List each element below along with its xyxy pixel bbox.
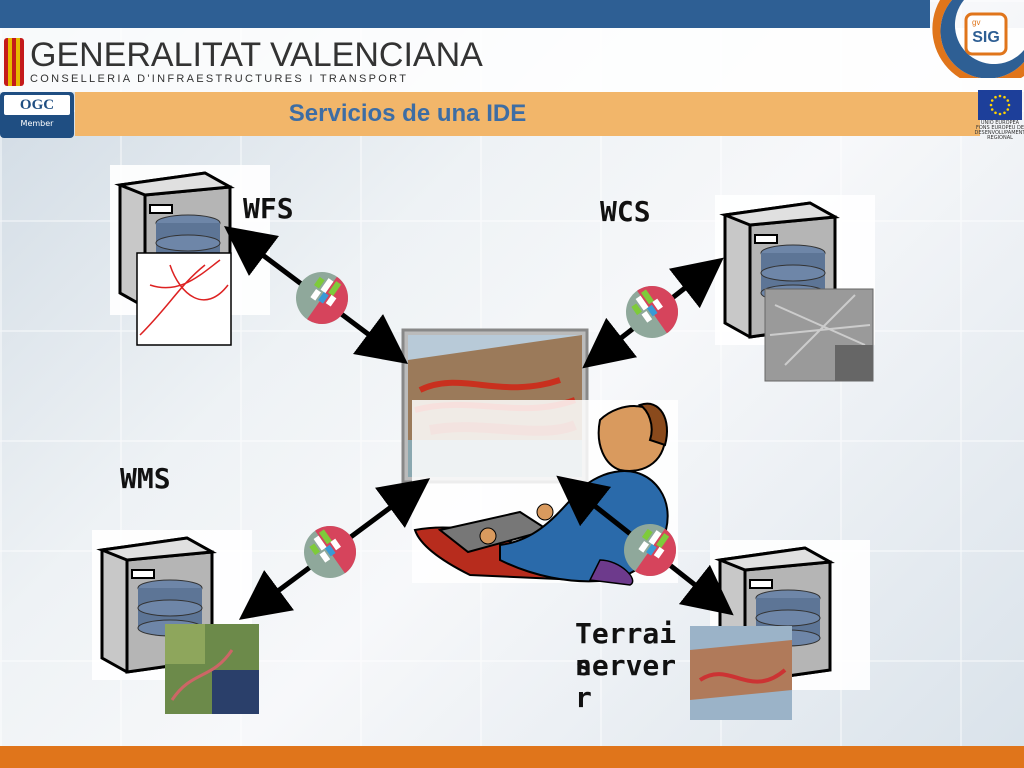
- bottom-bar: [0, 746, 1024, 768]
- wcs-server-icon: [713, 193, 877, 382]
- eu-flag-icon: [978, 90, 1022, 120]
- gvsig-text: SIG: [972, 29, 1000, 46]
- terrain-label-line1: Terrai: [575, 617, 677, 650]
- generalitat-emblem-icon: [4, 38, 24, 86]
- wms-server-icon: [90, 528, 259, 714]
- wcs-label: WCS: [600, 195, 651, 228]
- top-bar: [0, 0, 930, 28]
- wms-connector-icon: [293, 515, 367, 589]
- ogc-logo: OGC Member: [0, 92, 74, 138]
- wfs-label: WFS: [243, 192, 294, 225]
- terrain-server-icon: [690, 538, 872, 720]
- terrain-label-line4: r: [575, 681, 592, 714]
- wms-label: WMS: [120, 462, 171, 495]
- terrain-label-line2: server: [575, 649, 677, 682]
- wcs-connector-icon: [615, 275, 689, 349]
- gvsig-prefix: gv: [972, 18, 980, 27]
- terrain-label-line3: n: [575, 649, 592, 682]
- header-area: [0, 28, 1024, 92]
- terrain-server-label: Terrai server n r: [575, 618, 676, 714]
- ogc-logo-text: OGC: [4, 95, 70, 115]
- gvsig-logo: SIG gv: [932, 0, 1024, 78]
- org-name: GENERALITAT VALENCIANA: [30, 36, 483, 74]
- title-band: [75, 92, 980, 136]
- page-title: Servicios de una IDE: [288, 100, 527, 127]
- ogc-member-text: Member: [20, 119, 54, 128]
- eu-caption: UNIÓ EUROPEA FONS EUROPEU DE DESENVOLUPA…: [974, 120, 1024, 141]
- wfs-connector-icon: [285, 261, 359, 335]
- org-department: CONSELLERIA D'INFRAESTRUCTURES I TRANSPO…: [30, 73, 409, 85]
- wfs-server-icon: [108, 163, 272, 346]
